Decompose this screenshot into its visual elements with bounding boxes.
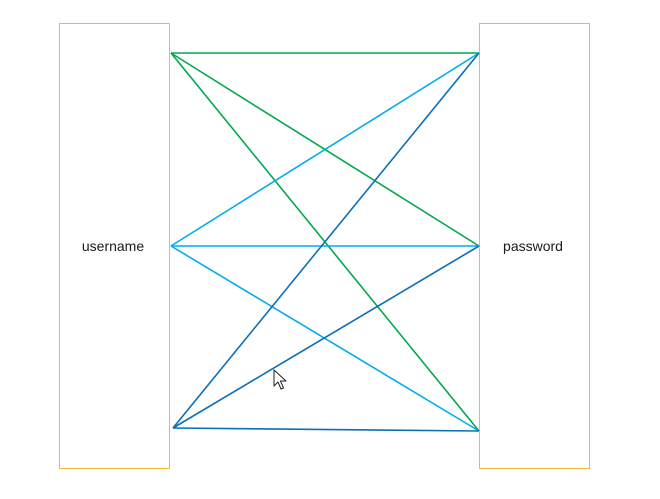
edge-username-bottom-to-password-middle[interactable] bbox=[172, 245, 480, 429]
username-box[interactable] bbox=[59, 23, 170, 469]
edge-username-bottom-to-password-top[interactable] bbox=[172, 52, 480, 429]
username-label: username bbox=[81, 238, 145, 254]
mouse-pointer-icon bbox=[273, 369, 287, 390]
password-box[interactable] bbox=[479, 23, 590, 469]
edge-username-bottom-to-password-bottom[interactable] bbox=[172, 427, 480, 432]
edge-username-middle-to-password-top[interactable] bbox=[170, 52, 480, 247]
password-label: password bbox=[503, 238, 563, 254]
